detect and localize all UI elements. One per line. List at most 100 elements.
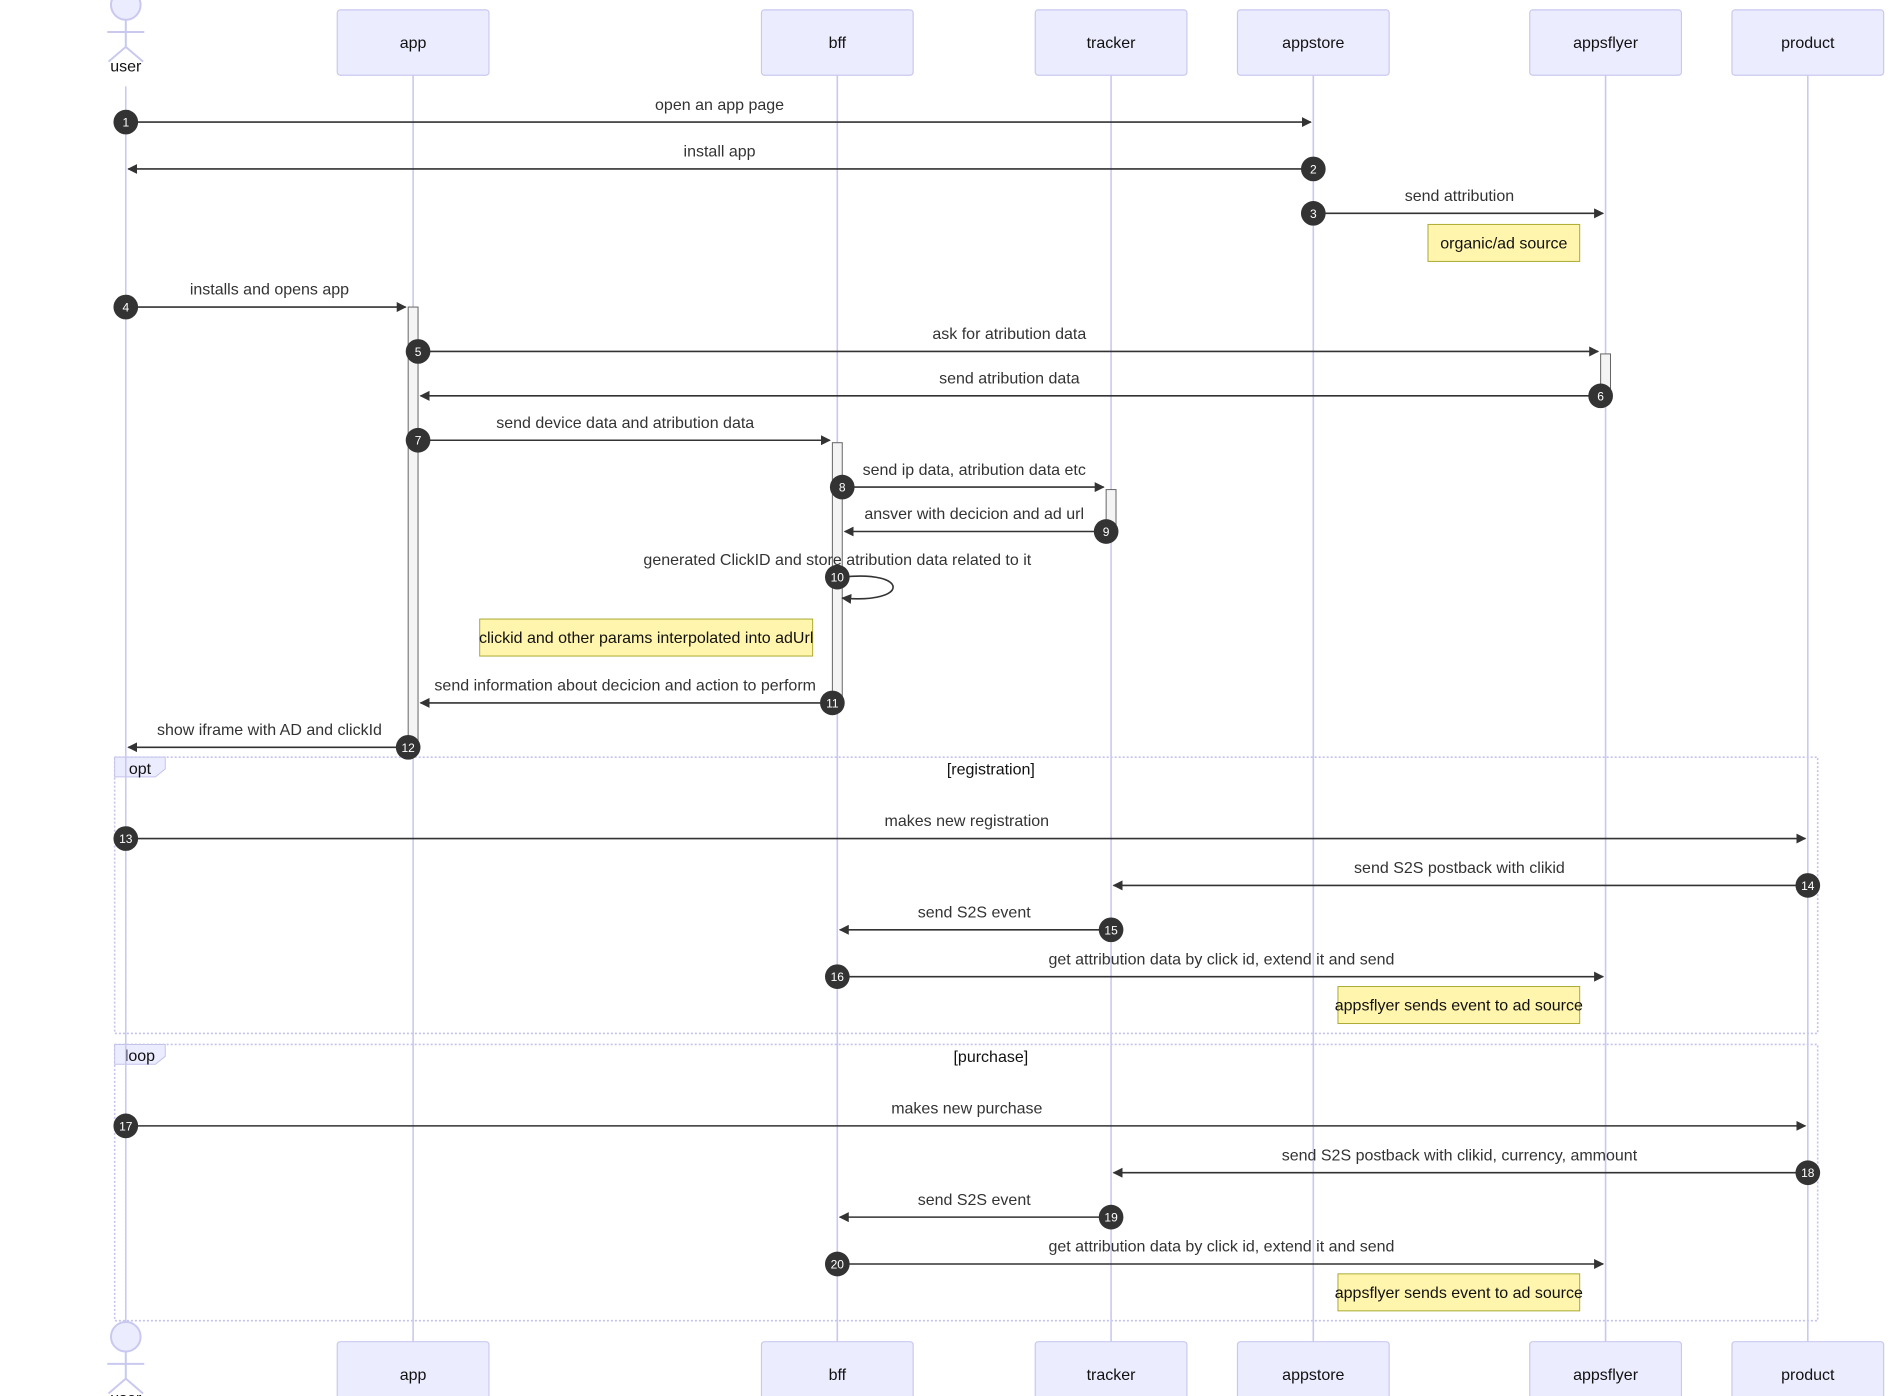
message-label: send information about decicion and acti… — [434, 678, 816, 695]
participant-label: tracker — [1087, 1367, 1137, 1384]
sequence-number-badge — [113, 1113, 139, 1139]
note: appsflyer sends event to ad source — [1335, 1273, 1583, 1312]
participant-user-top: user — [107, 0, 145, 76]
sequence-number-badge — [1300, 156, 1326, 182]
message-20: get attribution data by click id, extend… — [824, 1239, 1605, 1277]
note-text: appsflyer sends event to ad source — [1335, 998, 1583, 1015]
participant-box — [760, 1341, 914, 1396]
message-label: open an app page — [655, 97, 784, 114]
sequence-number-badge — [824, 564, 850, 590]
note-box — [479, 618, 814, 657]
participant-appstore-bottom: appstore — [1236, 1341, 1390, 1396]
participant-label: app — [400, 35, 427, 52]
note-text: clickid and other params interpolated in… — [479, 630, 813, 647]
message-arrow — [841, 575, 894, 604]
sequence-number: 9 — [1103, 525, 1110, 539]
participant-label: product — [1781, 35, 1835, 52]
note-box — [1337, 1273, 1581, 1312]
participant-box — [1731, 9, 1885, 76]
note-text: organic/ad source — [1440, 235, 1567, 252]
sequence-number-badge — [1093, 519, 1119, 544]
opt-frame: opt[registration] — [113, 756, 1819, 1035]
message-label: send attribution — [1405, 188, 1514, 205]
participant-box — [1731, 1341, 1885, 1396]
sequence-number-badge — [113, 109, 139, 135]
participant-product-top: product — [1731, 9, 1885, 76]
frame-kind-label: loop — [125, 1048, 155, 1065]
sequence-number-badge — [1795, 873, 1821, 898]
message-label: show iframe with AD and clickId — [157, 722, 382, 739]
message-label: send S2S event — [918, 904, 1032, 921]
message-2: install app 2 — [127, 144, 1326, 182]
frame-tab — [114, 1043, 166, 1065]
sequence-number-badge — [1795, 1160, 1821, 1186]
message-label: send S2S postback with clikid — [1354, 860, 1565, 877]
sequence-number: 19 — [1104, 1211, 1118, 1225]
message-5: ask for atribution data 5 — [405, 326, 1600, 364]
participant-product-bottom: product — [1731, 1341, 1885, 1396]
participant-box — [1529, 9, 1683, 76]
message-label: send ip data, atribution data etc — [863, 462, 1086, 479]
note: clickid and other params interpolated in… — [479, 618, 814, 657]
participant-app-bottom: app — [336, 1341, 490, 1396]
sequence-number: 5 — [415, 345, 422, 359]
sequence-number-badge — [824, 1251, 850, 1277]
message-label: generated ClickID and store atribution d… — [643, 552, 1031, 569]
participant-box — [760, 9, 914, 76]
participant-box — [1529, 1341, 1683, 1396]
sequence-number-badge — [820, 690, 845, 716]
activation-app — [407, 306, 419, 753]
participant-tracker-bottom: tracker — [1034, 1341, 1188, 1396]
note-text: appsflyer sends event to ad source — [1335, 1285, 1583, 1302]
message-label: get attribution data by click id, extend… — [1048, 1239, 1394, 1256]
user-head-icon — [109, 1320, 142, 1353]
loop-frame: loop[purchase] — [113, 1043, 1819, 1322]
user-figure-icon — [107, 1351, 145, 1395]
user-head-icon — [109, 0, 142, 21]
message-10: generated ClickID and store atribution d… — [643, 552, 1032, 604]
participant-label: appstore — [1282, 1367, 1344, 1384]
participant-label: user — [110, 1390, 142, 1396]
participant-label: appsflyer — [1573, 35, 1639, 52]
message-label: installs and opens app — [190, 282, 349, 299]
participant-label: appstore — [1282, 35, 1344, 52]
message-label: install app — [684, 144, 756, 161]
participant-label: bff — [829, 1367, 847, 1384]
participant-label: appsflyer — [1573, 1367, 1639, 1384]
note: appsflyer sends event to ad source — [1335, 986, 1583, 1025]
participant-box — [1236, 1341, 1390, 1396]
message-label: ask for atribution data — [932, 326, 1086, 343]
sequence-number: 6 — [1597, 389, 1604, 403]
sequence-number-badge — [1098, 917, 1124, 943]
sequence-number: 7 — [415, 434, 422, 448]
sequence-number-badge — [405, 427, 431, 453]
participant-appsflyer-bottom: appsflyer — [1529, 1341, 1683, 1396]
sequence-number: 2 — [1310, 162, 1317, 176]
sequence-number-badge — [113, 826, 139, 851]
sequence-number-badge — [1300, 201, 1326, 226]
participant-box — [336, 1341, 490, 1396]
participant-bff-top: bff — [760, 9, 914, 76]
sequence-number: 17 — [119, 1119, 133, 1133]
participant-label: bff — [829, 35, 847, 52]
sequence-number-badge — [829, 474, 855, 500]
participant-box — [1236, 9, 1390, 76]
participant-label: tracker — [1087, 35, 1137, 52]
sequence-number-badge — [113, 294, 139, 320]
participant-bff-bottom: bff — [760, 1341, 914, 1396]
message-11: send information about decicion and acti… — [419, 678, 845, 716]
participant-box — [1034, 9, 1188, 76]
message-16: get attribution data by click id, extend… — [824, 951, 1605, 989]
frame-border — [113, 1043, 1819, 1322]
frame-kind-label: opt — [129, 761, 152, 778]
